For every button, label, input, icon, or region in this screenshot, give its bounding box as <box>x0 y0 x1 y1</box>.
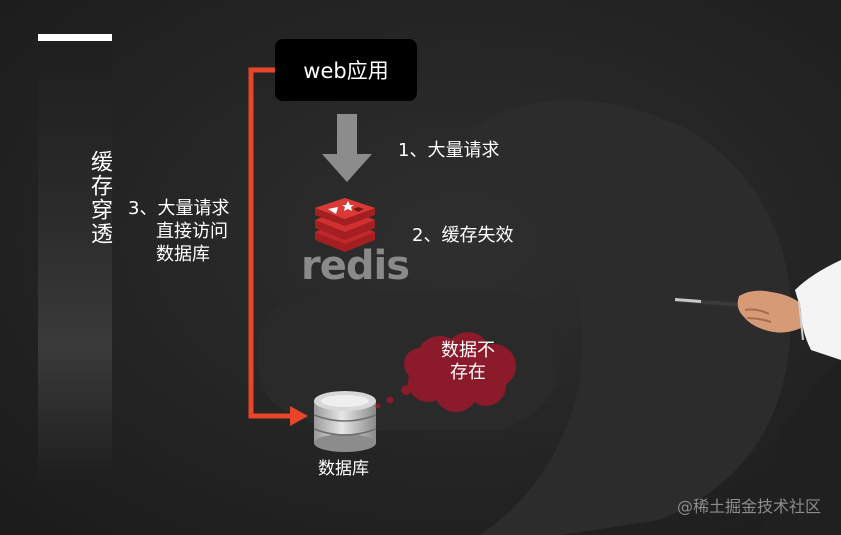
step3-line2: 直接访问 <box>156 221 228 242</box>
cloud-message: 数据不 存在 <box>428 340 508 384</box>
left-title-bar <box>38 34 112 480</box>
database-label: 数据库 <box>318 459 369 479</box>
left-bar-accent <box>38 34 112 41</box>
pointing-hand-image <box>675 260 841 360</box>
cloud-line2: 存在 <box>450 362 486 383</box>
watermark: @稀土掘金技术社区 <box>676 497 821 516</box>
slide-title: 缓存穿透 <box>87 150 112 246</box>
step1-label: 1、大量请求 <box>398 140 500 161</box>
web-app-box: web应用 <box>275 39 417 101</box>
step3-label: 3、大量请求 直接访问 数据库 <box>128 197 229 266</box>
cloud-line1: 数据不 <box>441 340 495 361</box>
step2-label: 2、缓存失效 <box>412 225 514 246</box>
database-icon <box>313 391 377 452</box>
redis-wordmark: redis <box>301 243 410 289</box>
down-arrow-icon <box>322 114 372 182</box>
step3-line1: 3、大量请求 <box>128 198 230 219</box>
step3-line3: 数据库 <box>156 244 210 265</box>
